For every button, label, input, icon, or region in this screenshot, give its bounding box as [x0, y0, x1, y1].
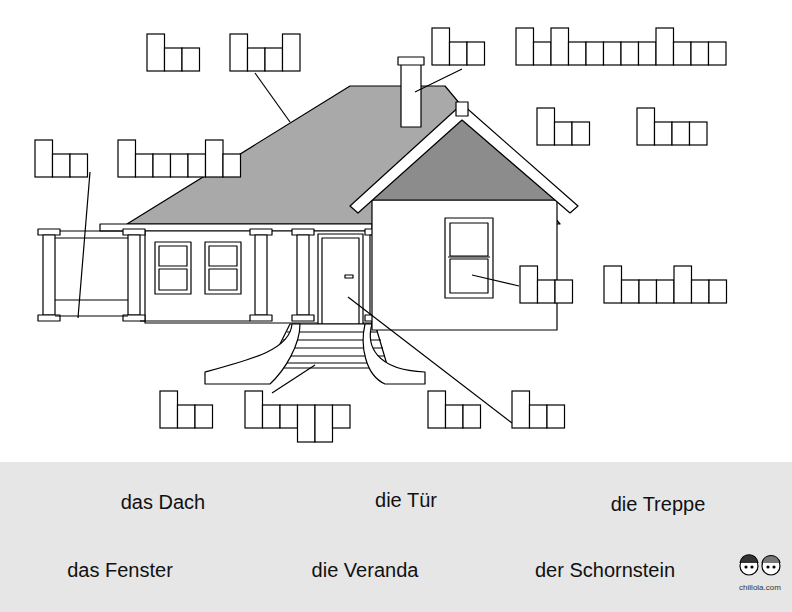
letter-box	[622, 280, 640, 303]
letter-box	[657, 280, 675, 303]
letter-box	[298, 405, 316, 442]
letter-box	[263, 405, 281, 428]
letter-box	[572, 122, 590, 145]
letter-box	[637, 108, 655, 145]
letter-box	[467, 42, 485, 65]
letter-box	[230, 34, 248, 71]
letter-box	[182, 48, 200, 71]
letter-box	[195, 405, 213, 428]
letter-box	[178, 405, 196, 428]
letter-box	[604, 42, 622, 65]
letter-box	[333, 405, 351, 428]
letter-box	[538, 280, 556, 303]
letter-box	[656, 28, 674, 65]
letter-box	[283, 34, 301, 71]
letter-box	[147, 34, 165, 71]
letter-box	[153, 154, 171, 177]
letter-box	[463, 405, 481, 428]
letter-box	[692, 280, 710, 303]
letter-box	[35, 140, 53, 177]
word-bank-item: die Tür	[375, 489, 437, 511]
letter-box	[674, 42, 692, 65]
letter-box	[520, 266, 538, 303]
letter-box	[136, 154, 154, 177]
letter-box	[432, 28, 450, 65]
letter-box	[655, 122, 673, 145]
letter-box	[171, 154, 189, 177]
letter-box	[53, 154, 71, 177]
letter-box	[672, 122, 690, 145]
word-bank-item: die Veranda	[312, 559, 419, 581]
letter-box	[512, 391, 530, 428]
word-bank-item: das Fenster	[67, 559, 173, 581]
letter-box	[604, 266, 622, 303]
letter-box	[709, 280, 727, 303]
word-bank-item: die Treppe	[611, 493, 706, 515]
letter-box	[537, 108, 555, 145]
letter-box	[265, 48, 283, 71]
letter-box	[428, 391, 446, 428]
word-bank-item: der Schornstein	[535, 559, 675, 581]
letter-box	[248, 48, 266, 71]
letter-box	[639, 280, 657, 303]
letter-box	[280, 405, 298, 428]
letter-box	[709, 42, 727, 65]
letter-box	[223, 154, 241, 177]
letter-box	[569, 42, 587, 65]
letter-box	[315, 405, 333, 442]
letter-box	[639, 42, 657, 65]
logo-text: chillola.com	[739, 584, 781, 593]
letter-box	[690, 122, 708, 145]
letter-box	[547, 405, 565, 428]
letter-box	[245, 391, 263, 428]
letter-box	[206, 140, 224, 177]
word-bank-item: das Dach	[121, 491, 206, 513]
letter-box	[555, 280, 573, 303]
letter-box	[446, 405, 464, 428]
letter-box	[534, 42, 552, 65]
letter-box	[450, 42, 468, 65]
letter-box	[530, 405, 548, 428]
letter-box	[118, 140, 136, 177]
letter-box	[621, 42, 639, 65]
letter-box	[70, 154, 88, 177]
letter-box	[691, 42, 709, 65]
letter-box	[586, 42, 604, 65]
letter-box	[551, 28, 569, 65]
letter-box	[674, 266, 692, 303]
letter-box	[516, 28, 534, 65]
letter-box	[555, 122, 573, 145]
letter-box	[165, 48, 183, 71]
letter-box	[160, 391, 178, 428]
letter-box	[188, 154, 206, 177]
